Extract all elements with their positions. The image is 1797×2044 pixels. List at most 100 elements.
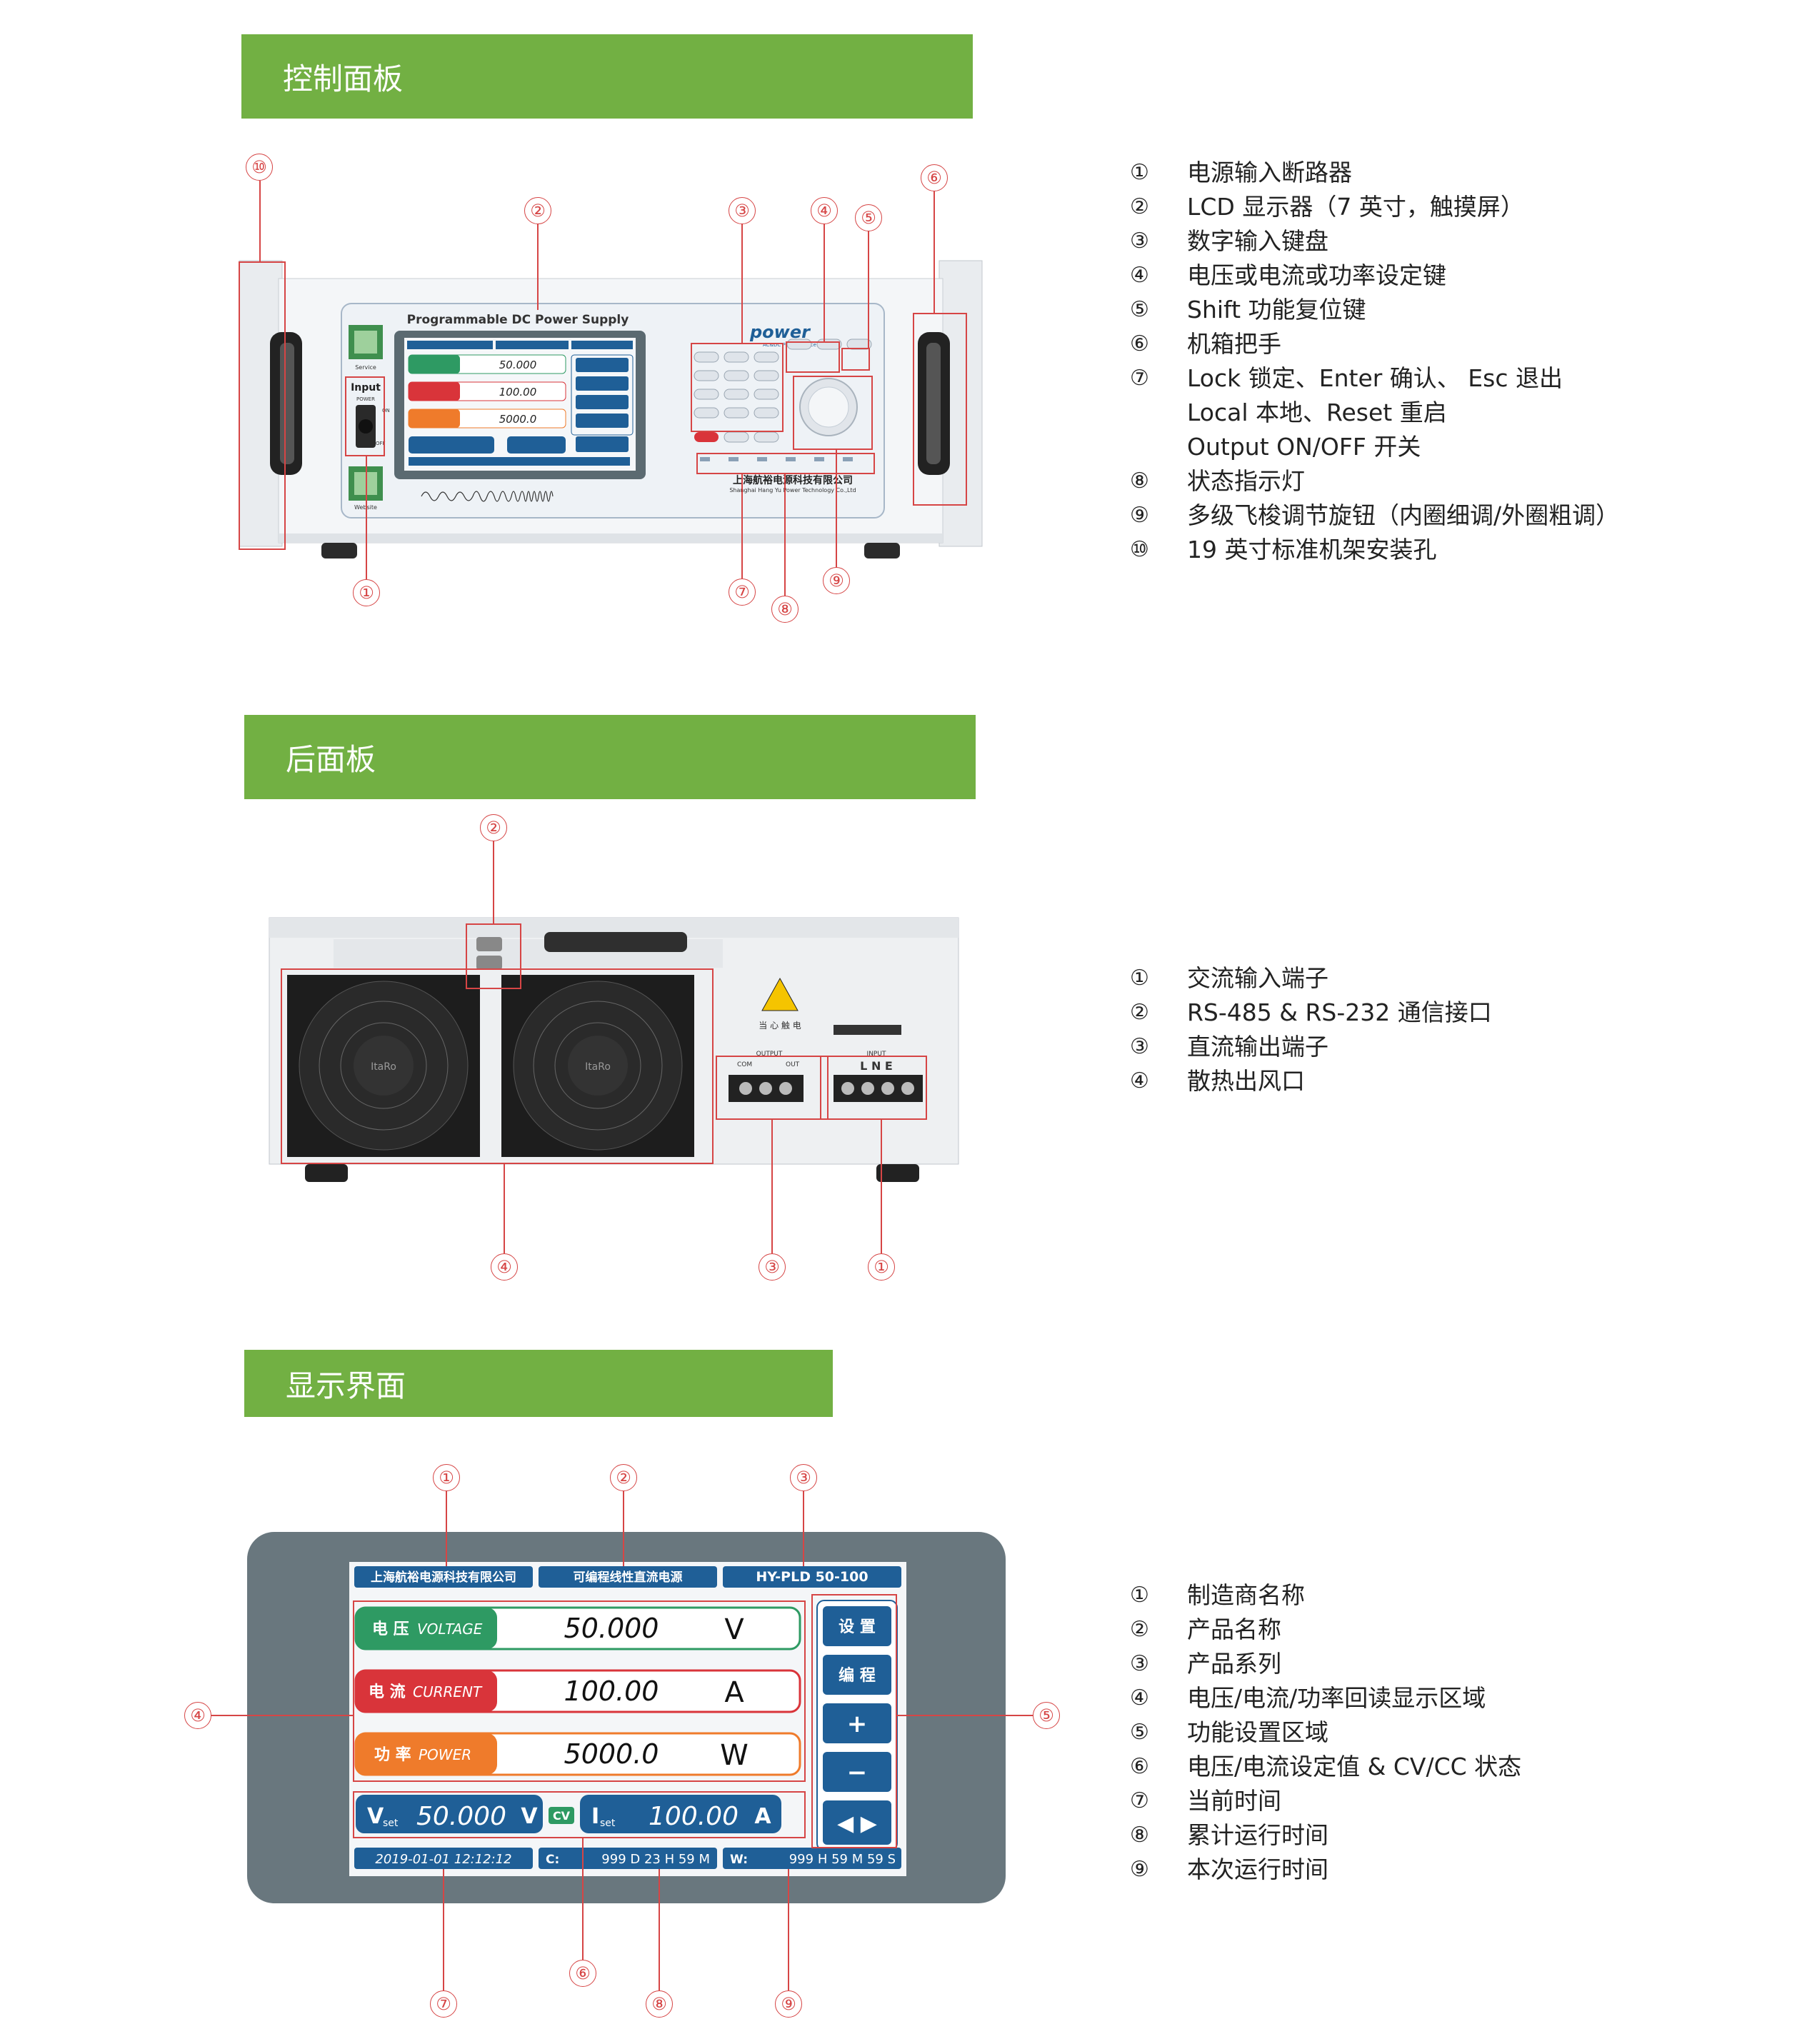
display-callout-2: ②: [610, 1464, 637, 1491]
display-callout-8: ⑧: [646, 1990, 673, 2018]
manufacturer-name: 上海航裕电源科技有限公司: [371, 1570, 516, 1585]
panel-header: Programmable DC Power Supply: [407, 313, 629, 327]
lcd-screen-image: 上海航裕电源科技有限公司 可编程线性直流电源 HY-PLD 50-100 电 压…: [247, 1532, 1006, 1903]
power-value: 5000.0: [564, 1738, 659, 1770]
input-label: Input: [351, 382, 381, 394]
callout-2: ②: [524, 197, 551, 224]
power-cn-label: 功 率: [374, 1745, 411, 1764]
warning-text: 当 心 触 电: [759, 1021, 801, 1031]
minus-button: −: [847, 1758, 868, 1787]
current-value: 100.00: [564, 1675, 659, 1707]
on-label: ON: [382, 408, 390, 414]
current-runtime: 999 H 59 M 59 S: [789, 1852, 896, 1867]
knob-highlight: [793, 376, 873, 450]
input-terminal-label: INPUT: [867, 1051, 886, 1058]
vset-label: V: [367, 1804, 384, 1829]
settings-button: 设 置: [839, 1618, 876, 1636]
current-time: 2019-01-01 12:12:12: [375, 1852, 511, 1867]
current-en-label: CURRENT: [413, 1683, 483, 1700]
cumulative-runtime: 999 D 23 H 59 M: [601, 1852, 710, 1867]
callout-8: ⑧: [771, 596, 799, 623]
keypad-highlight: [691, 343, 784, 432]
com-label: COM: [737, 1061, 752, 1068]
display-callout-7: ⑦: [430, 1990, 457, 2018]
display-callout-9: ⑨: [775, 1990, 802, 2018]
vset-value: 50.000: [416, 1802, 506, 1831]
callout-3: ③: [729, 197, 756, 224]
current-unit: A: [724, 1676, 744, 1709]
fan-brand: ItaRo: [371, 1061, 396, 1073]
display-callout-3: ③: [790, 1464, 817, 1491]
dc-output-highlight: [716, 1056, 829, 1120]
rear-callout-4: ④: [491, 1253, 518, 1281]
off-label: OFF: [376, 441, 386, 446]
callout-7: ⑦: [729, 578, 756, 606]
product-series: HY-PLD 50-100: [756, 1569, 868, 1585]
callout-4: ④: [811, 197, 838, 224]
brand-logo: power: [749, 322, 811, 342]
callout-5: ⑤: [855, 204, 882, 231]
legend-item: Local 本地、Reset 重启: [1187, 399, 1447, 426]
section-title: 显示界面: [286, 1368, 406, 1403]
front-panel-image: Service Website Input POWER ON OFF Progr…: [239, 260, 983, 558]
setkey-highlight: [786, 341, 840, 373]
set-values-highlight: [353, 1791, 806, 1838]
display-callout-1: ①: [433, 1464, 460, 1491]
mini-power-value: 5000.0: [499, 413, 537, 426]
callout-10: ⑩: [246, 154, 273, 181]
section-header-rear: 后面板: [244, 715, 976, 799]
led-highlight: [696, 453, 875, 474]
section-title: 后面板: [286, 741, 376, 777]
fan-brand: ItaRo: [585, 1061, 611, 1073]
display-callout-6: ⑥: [569, 1960, 596, 1987]
comm-highlight: [466, 923, 521, 989]
run-label: W:: [730, 1853, 748, 1867]
legend-item: Output ON/OFF 开关: [1187, 433, 1421, 461]
company-cn: 上海航裕电源科技有限公司: [733, 474, 853, 486]
lne-label: L N E: [860, 1059, 893, 1073]
program-button: 编 程: [839, 1666, 876, 1685]
display-callout-4: ④: [184, 1702, 211, 1729]
ac-input-highlight: [820, 1056, 927, 1120]
iset-unit: A: [754, 1804, 771, 1829]
out-label: OUT: [786, 1061, 800, 1068]
function-highlight: [811, 1594, 897, 1848]
iset-value: 100.00: [649, 1802, 739, 1831]
mini-current-value: 100.00: [499, 386, 537, 399]
section-header-control: 控制面板: [241, 34, 973, 119]
handle-highlight: [913, 313, 967, 506]
service-label: Service: [355, 364, 376, 371]
section-header-display: 显示界面: [244, 1350, 833, 1417]
voltage-unit: V: [724, 1613, 744, 1646]
vset-sub: set: [383, 1818, 399, 1829]
shift-highlight: [841, 348, 870, 371]
voltage-cn-label: 电 压: [372, 1620, 409, 1638]
cv-indicator: CV: [553, 1809, 571, 1823]
power-unit: W: [720, 1739, 749, 1772]
rear-panel-image: ItaRo ItaRo 当 心 触 电 OUTPUT COM OUT INPUT…: [269, 917, 959, 1182]
iset-sub: set: [600, 1818, 616, 1829]
power-label: POWER: [356, 396, 375, 402]
fan-highlight: [281, 968, 714, 1164]
